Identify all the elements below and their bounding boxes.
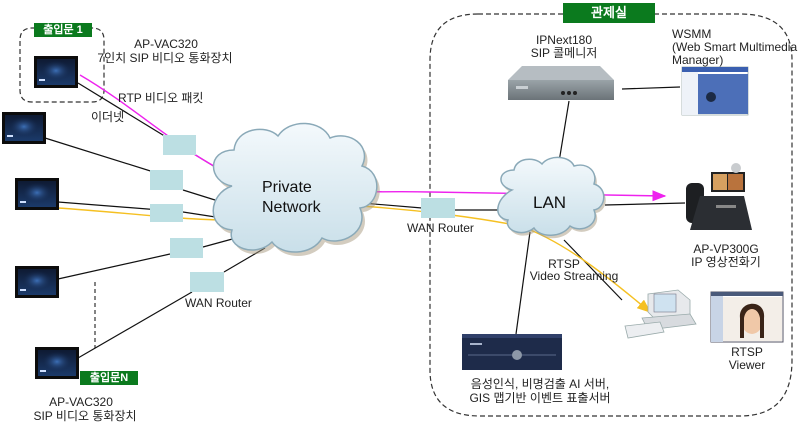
vac320-top-desc-label: 7인치 SIP 비디오 통화장치: [97, 51, 233, 65]
wan-router-icon: [150, 204, 183, 222]
video-phone-icon: [686, 163, 752, 230]
vp300g-desc-label: IP 영상전화기: [691, 255, 761, 269]
wan-router-left-label: WAN Router: [185, 296, 252, 310]
server-box-icon: [462, 334, 562, 370]
web-app-window-icon: [681, 66, 749, 116]
rtp-packet-label: RTP 비디오 패킷: [118, 91, 204, 105]
video-door-terminal-icon: [15, 266, 59, 298]
wan-router-icon: [163, 135, 196, 155]
vp300g-model-label: AP-VP300G: [693, 242, 759, 256]
vac320-bottom-model-label: AP-VAC320: [49, 395, 113, 409]
control-room-boundary: [429, 13, 793, 417]
video-door-terminal-icon: [34, 56, 78, 88]
desktop-pc-icon: [624, 289, 697, 339]
video-viewer-window-icon: [710, 291, 784, 343]
ethernet-label: 이더넷: [91, 110, 125, 124]
entrance-1-boundary: [19, 27, 105, 103]
ipnext-model-label: IPNext180: [535, 33, 593, 47]
wan-router-icon: [421, 198, 455, 218]
control-room-tag: 관제실: [563, 3, 655, 23]
private-network-cloud-icon: [212, 122, 380, 257]
ai-server-label-line2: GIS 맵기반 이벤트 표출서버: [469, 391, 611, 405]
wsmm-label-line2: (Web Smart Multimedia: [672, 40, 798, 54]
wan-routers: [150, 135, 455, 292]
rtsp-stream-label-line2: Video Streaming: [529, 269, 619, 283]
wsmm-label-line1: WSMM: [672, 27, 712, 41]
wan-router-icon: [150, 170, 183, 190]
lan-cloud-icon: [497, 156, 606, 239]
ipnext-desc-label: SIP 콜메니저: [530, 46, 598, 60]
wsmm-label-line3: Manager): [672, 53, 724, 67]
vac320-top-model-label: AP-VAC320: [134, 37, 198, 51]
video-door-terminal-icon: [2, 112, 46, 144]
lan-label: LAN: [533, 193, 567, 212]
vac320-bottom-desc-label: SIP 비디오 통화장치: [33, 409, 137, 423]
wan-router-icon: [190, 272, 224, 292]
rtsp-viewer-label-line2: Viewer: [728, 358, 766, 372]
rtsp-viewer-label-line1: RTSP: [731, 345, 763, 359]
private-network-label-line1: Private: [262, 179, 312, 196]
private-network-label-line2: Network: [262, 199, 321, 216]
video-door-terminal-icon: [35, 347, 79, 379]
rtsp-stream-label-line1: RTSP: [548, 257, 580, 271]
video-door-terminal-icon: [15, 178, 59, 210]
ai-server-label-line1: 음성인식, 비명검출 AI 서버,: [470, 377, 610, 391]
entrance-n-tag: 출입문N: [80, 371, 138, 385]
wan-router-icon: [170, 238, 203, 258]
entrance-1-tag: 출입문 1: [34, 23, 92, 37]
wan-router-mid-label: WAN Router: [407, 221, 474, 235]
rack-server-icon: [508, 66, 614, 100]
